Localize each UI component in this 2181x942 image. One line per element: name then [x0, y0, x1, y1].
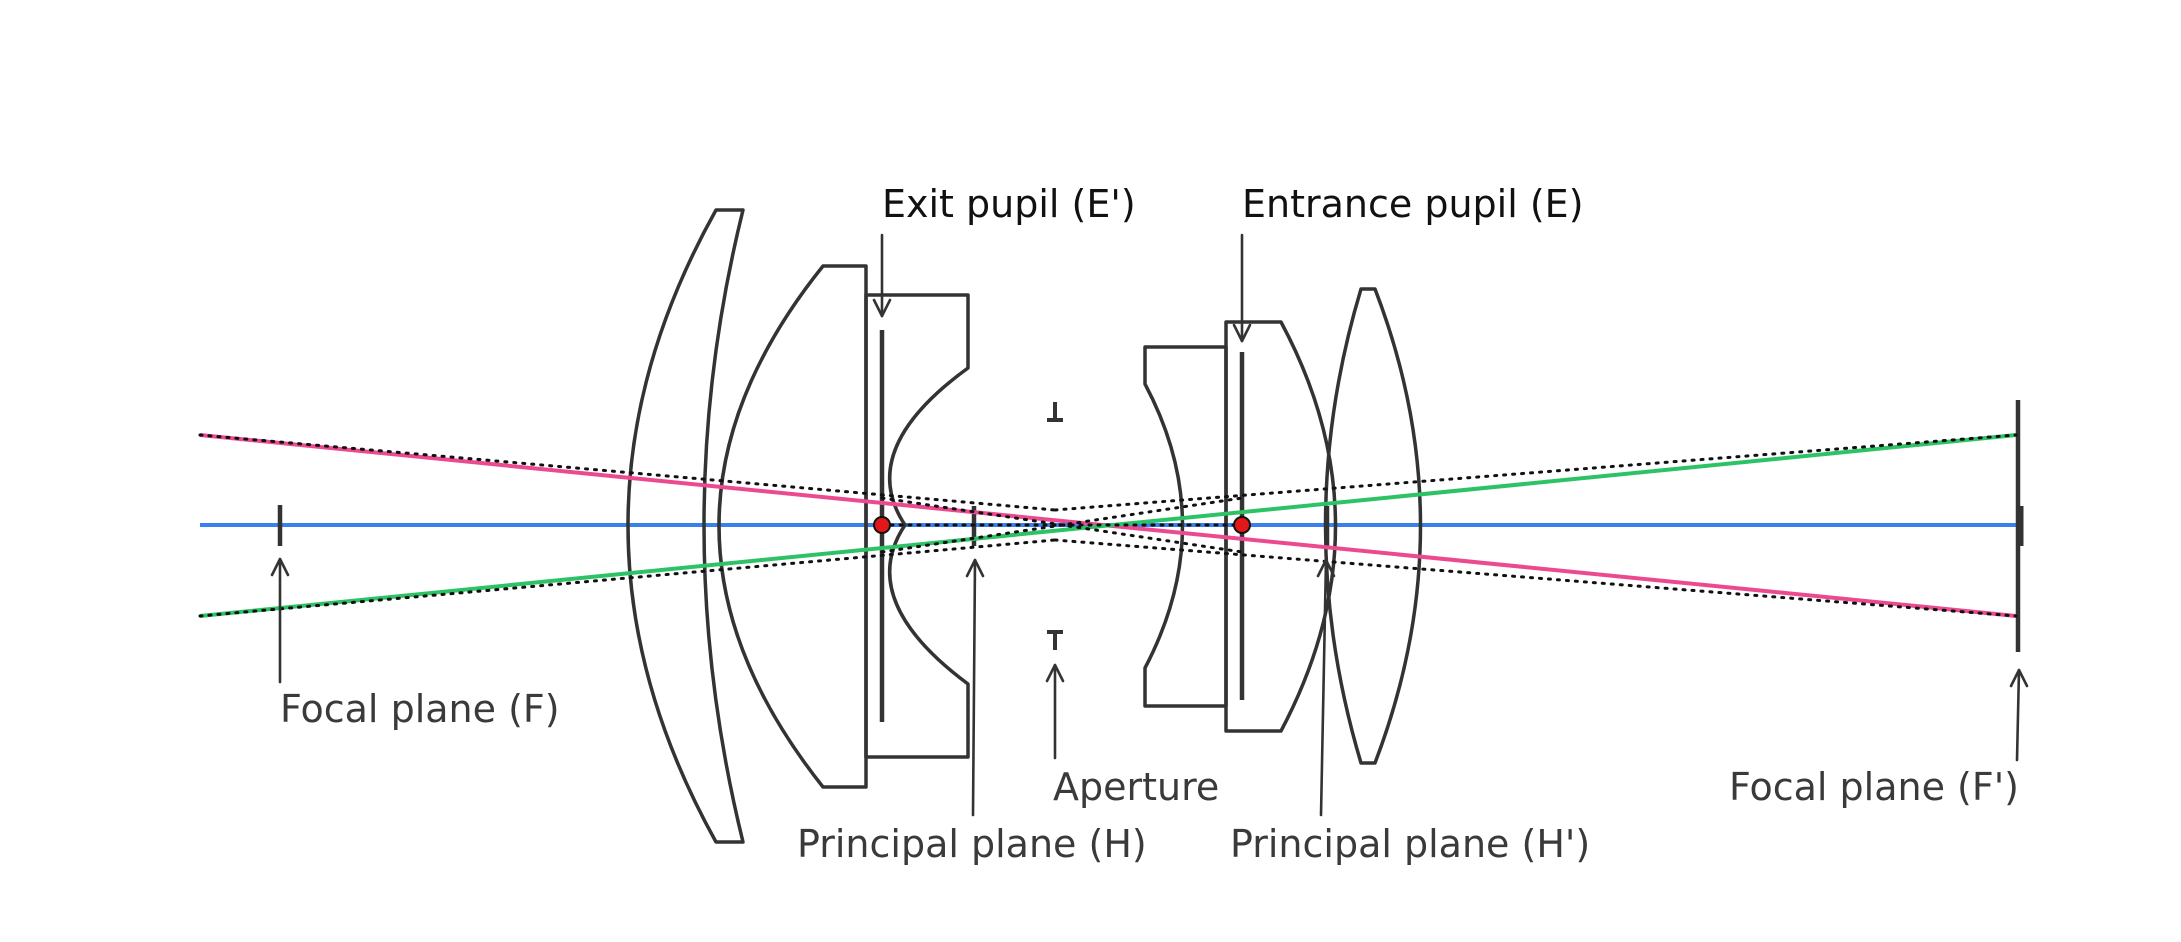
- lens-element-3: [864, 293, 970, 759]
- aperture-stop: [1047, 402, 1063, 650]
- dotted-ray-top-outer: [198, 433, 1057, 512]
- entrance-pupil-label: Entrance pupil (E): [1242, 182, 1584, 226]
- dotted-ray-top-right: [1053, 433, 2018, 512]
- lens-element-2: [717, 264, 868, 789]
- focal-plane-f-arrow: [270, 557, 290, 684]
- focal-plane-f-prime-label: Focal plane (F'): [1729, 765, 2019, 809]
- entrance-pupil-arrow: [1232, 233, 1252, 343]
- aperture-arrow: [1045, 663, 1065, 760]
- lens-element-6: [1323, 287, 1423, 765]
- aperture-label: Aperture: [1053, 765, 1219, 809]
- dotted-rays: [198, 433, 2018, 618]
- dotted-ray-bottom-outer: [198, 538, 1057, 618]
- focal-plane-f-prime-arrow: [2009, 668, 2029, 762]
- principal-plane-h-arrow: [965, 558, 985, 817]
- lens-element-1: [626, 208, 745, 844]
- focal-plane-f-label: Focal plane (F): [280, 687, 560, 731]
- exit-pupil-arrow: [872, 233, 892, 318]
- principal-plane-h-prime-label: Principal plane (H'): [1230, 822, 1590, 866]
- lens-group-front: [626, 208, 970, 844]
- lens-element-5: [1224, 320, 1338, 733]
- principal-plane-h-label: Principal plane (H): [797, 822, 1147, 866]
- exit-pupil-point: [873, 516, 891, 534]
- exit-pupil-label: Exit pupil (E'): [882, 182, 1136, 226]
- leader-arrows: [270, 233, 2029, 817]
- entrance-pupil-point: [1233, 516, 1251, 534]
- principal-plane-h-prime-arrow: [1316, 558, 1336, 817]
- dotted-ray-bottom-right: [1053, 538, 2018, 618]
